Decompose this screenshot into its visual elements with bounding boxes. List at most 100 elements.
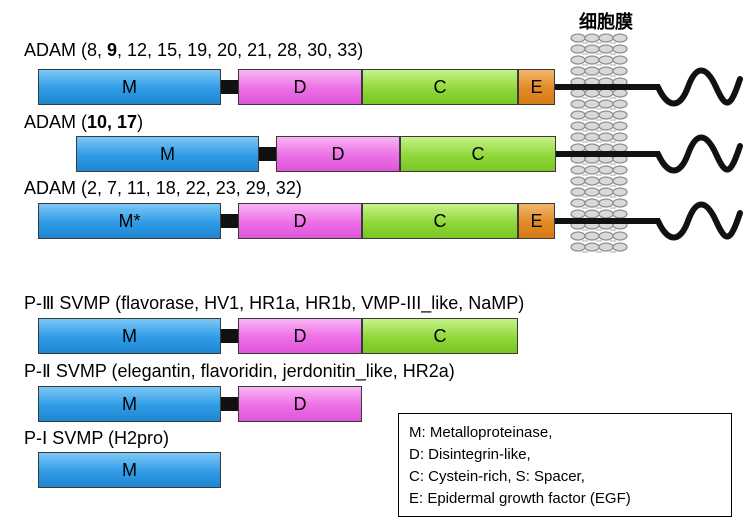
label-part: P-Ⅱ SVMP (elegantin, flavoridin, jerdoni… xyxy=(24,361,455,381)
linker xyxy=(221,397,238,411)
lipid-head xyxy=(598,165,614,175)
lipid-head xyxy=(584,198,600,208)
lipid-head xyxy=(570,242,586,252)
lipid-head xyxy=(570,209,586,219)
lipid-head xyxy=(584,176,600,186)
lipid-head xyxy=(584,242,600,252)
label-part-bold: 10 xyxy=(87,112,108,132)
lipid-head xyxy=(598,99,614,109)
lipid-head xyxy=(598,66,614,76)
label-part-bold: 9 xyxy=(107,40,118,60)
legend-item: D: Disintegrin-like, xyxy=(409,446,531,463)
lipid-head xyxy=(612,110,628,120)
lipid-head xyxy=(570,198,586,208)
lipid-head xyxy=(584,121,600,131)
lipid-head xyxy=(598,55,614,65)
lipid-head xyxy=(570,66,586,76)
lipid-head xyxy=(584,33,600,43)
domain-disintegrin: D xyxy=(238,386,362,422)
transmembrane-stem xyxy=(555,218,660,224)
domain-cysteine-rich: C xyxy=(362,203,518,239)
lipid-head xyxy=(570,165,586,175)
legend-item: C: Cystein-rich, S: Spacer, xyxy=(409,468,585,485)
domain-disintegrin: D xyxy=(276,136,400,172)
lipid-head xyxy=(612,88,628,98)
transmembrane-stem xyxy=(555,84,660,90)
legend-box: M: Metalloproteinase, D: Disintegrin-lik… xyxy=(398,413,732,517)
row-label-p3-svmp: P-Ⅲ SVMP (flavorase, HV1, HR1a, HR1b, VM… xyxy=(24,293,524,313)
lipid-head xyxy=(570,33,586,43)
lipid-head xyxy=(570,88,586,98)
label-part: P-Ⅲ SVMP (flavorase, HV1, HR1a, HR1b, VM… xyxy=(24,293,525,313)
lipid-head xyxy=(598,198,614,208)
lipid-head xyxy=(584,44,600,54)
cytoplasmic-tails xyxy=(555,67,743,241)
lipid-head xyxy=(612,132,628,142)
lipid-head xyxy=(584,88,600,98)
linker xyxy=(221,214,238,228)
domain-metalloproteinase: M xyxy=(38,318,221,354)
lipid-head xyxy=(584,231,600,241)
lipid-head xyxy=(598,143,614,153)
lipid-head xyxy=(598,110,614,120)
cytoplasmic-tail-wave xyxy=(655,134,743,174)
lipid-head xyxy=(584,143,600,153)
lipid-head xyxy=(598,88,614,98)
lipid-head xyxy=(570,99,586,109)
legend-item: M: Metalloproteinase, xyxy=(409,424,553,441)
lipid-head xyxy=(570,187,586,197)
lipid-head xyxy=(598,187,614,197)
domain-metalloproteinase: M xyxy=(76,136,259,172)
lipid-head xyxy=(584,187,600,197)
domain-metalloproteinase-variant: M* xyxy=(38,203,221,239)
label-part: ADAM (8, xyxy=(24,40,108,60)
lipid-head xyxy=(584,99,600,109)
lipid-head xyxy=(598,33,614,43)
lipid-head xyxy=(612,143,628,153)
cytoplasmic-tail-wave xyxy=(655,201,743,241)
row-label-p2-svmp: P-Ⅱ SVMP (elegantin, flavoridin, jerdoni… xyxy=(24,361,455,381)
row-label-adam-group1: ADAM (8, 9, 12, 15, 19, 20, 21, 28, 30, … xyxy=(24,40,363,60)
lipid-head xyxy=(584,132,600,142)
lipid-head xyxy=(612,231,628,241)
lipid-head xyxy=(584,110,600,120)
label-part-bold: , xyxy=(107,112,118,132)
lipid-head xyxy=(570,176,586,186)
lipid-head xyxy=(584,165,600,175)
lipid-head xyxy=(612,165,628,175)
lipid-head xyxy=(612,33,628,43)
lipid-head xyxy=(570,132,586,142)
lipid-head xyxy=(570,55,586,65)
domain-egf: E xyxy=(518,203,555,239)
lipid-head xyxy=(598,121,614,131)
lipid-head xyxy=(598,209,614,219)
lipid-head xyxy=(584,66,600,76)
lipid-head xyxy=(612,44,628,54)
label-part: ADAM (2, 7, 11, 18, 22, 23, 29, 32) xyxy=(24,178,302,198)
domain-metalloproteinase: M xyxy=(38,69,221,105)
lipid-head xyxy=(598,176,614,186)
linker xyxy=(259,147,276,161)
lipid-head xyxy=(584,55,600,65)
row-label-p1-svmp: P-Ⅰ SVMP (H2pro) xyxy=(24,428,169,448)
lipid-head xyxy=(570,121,586,131)
lipid-head xyxy=(612,99,628,109)
label-part: ) xyxy=(137,112,144,132)
lipid-head xyxy=(612,198,628,208)
lipid-head xyxy=(584,209,600,219)
lipid-head xyxy=(612,66,628,76)
row-label-adam-group3: ADAM (2, 7, 11, 18, 22, 23, 29, 32) xyxy=(24,178,302,198)
lipid-head xyxy=(570,231,586,241)
membrane-label: 细胞膜 xyxy=(579,12,633,33)
cytoplasmic-tail-wave xyxy=(655,67,743,107)
label-part-bold: 17 xyxy=(117,112,138,132)
domain-cysteine-rich: C xyxy=(362,69,518,105)
label-part: ADAM ( xyxy=(24,112,87,132)
lipid-head xyxy=(612,121,628,131)
lipid-head xyxy=(612,209,628,219)
lipid-head xyxy=(612,55,628,65)
lipid-head xyxy=(612,176,628,186)
domain-disintegrin: D xyxy=(238,318,362,354)
row-label-adam-group2: ADAM (10, 17) xyxy=(24,112,143,132)
